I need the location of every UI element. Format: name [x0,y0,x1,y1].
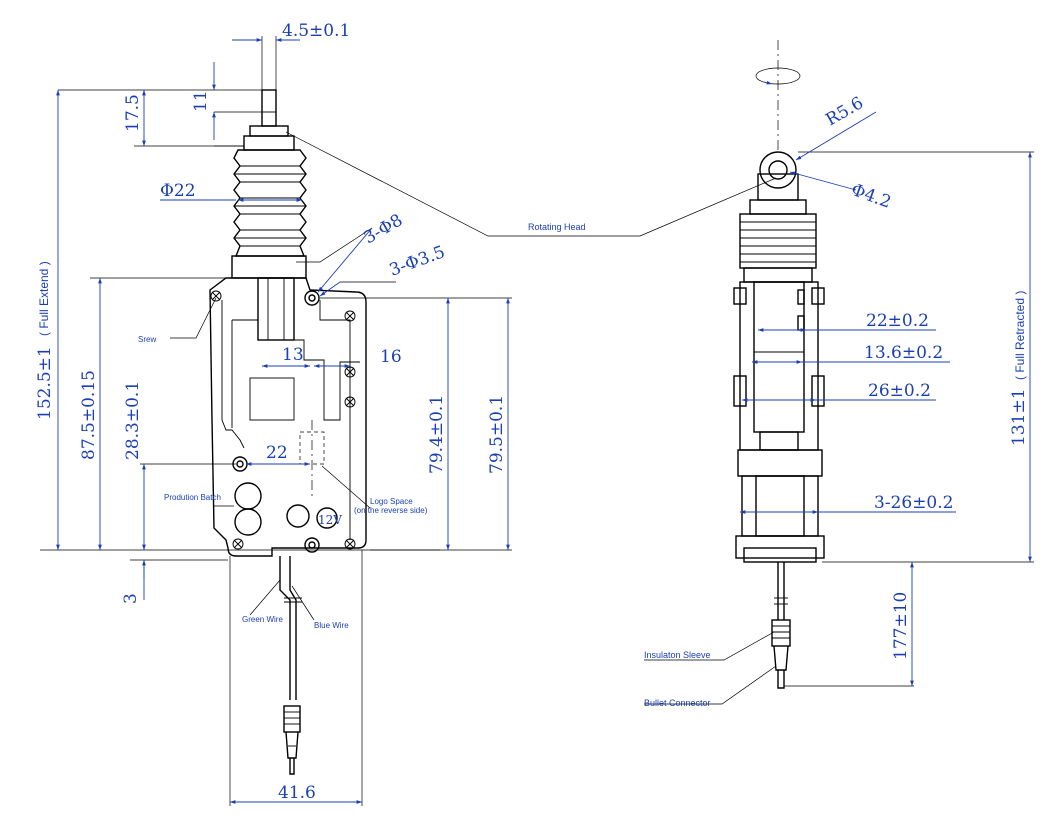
dim-body-to-end: 87.5±0.15 [79,370,99,460]
internal-block [249,377,295,421]
actuator-pin [261,89,277,127]
dim-width-22: 22±0.2 [866,311,929,331]
dim-width-3-26: 3-26±0.2 [874,493,953,513]
dim-body-width: 41.6 [278,783,316,803]
dim-wire-length: 177±10 [891,592,911,660]
bullet-connector-side [771,619,791,689]
bullet-connector-label: Bullet Connector [644,698,711,708]
side-body [733,281,825,563]
dim-body-height-a: 79.4±0.1 [427,395,447,474]
screw-icon [210,290,356,550]
production-batch-label: Prodution Batch [164,493,221,502]
mount-hole-top [304,290,320,306]
mount-hole-bottom [304,537,320,553]
dim-offset-22: 22 [266,443,288,463]
screw-label: Srew [138,335,156,344]
dim-full-extend-label: ( Full Extend ) [37,261,51,336]
wire [279,556,291,700]
dim-hole-dia: Φ4.2 [848,180,893,213]
logo-circle [286,504,310,528]
rotating-head-callout: Rotating Head [285,131,777,237]
logo-space-label: Logo Space [370,497,413,506]
dim-bottom-3: 3 [121,593,141,604]
bullet-connector-front [283,705,301,775]
side-view: R5.6 Φ4.2 22±0.2 13.6±0.2 26±0.2 3-26±0.… [644,40,1034,708]
rotating-eye [759,151,797,189]
voltage-circle [316,507,338,529]
dim-full-retracted-label: ( Full Retracted ) [1013,291,1027,380]
logo-space-note: (on the reverse side) [354,506,428,515]
actuator-housing [209,277,367,557]
dim-full-retracted-value: 131±1 [1009,388,1029,446]
dim-full-extend-value: 152.5±1 [35,346,55,420]
dim-offset-16: 16 [380,347,402,367]
dim-pin-top: 11 [191,90,211,112]
dim-body-height-b: 79.5±0.1 [487,395,507,474]
ribbed-head [739,213,817,269]
dim-offset-13: 13 [282,345,304,365]
green-wire-label: Green Wire [242,615,283,624]
dim-pin-total: 17.5 [123,94,143,132]
dim-hole-large: 3-Φ8 [361,210,407,248]
batch-mark-1 [234,482,262,510]
rotation-arrow-icon [755,67,801,85]
bellows [233,149,307,257]
dim-width-13-6: 13.6±0.2 [864,343,943,363]
insulation-sleeve-label: Insulaton Sleeve [644,650,711,660]
front-view: 4.5±0.1 11 17.5 Φ22 3-Φ8 3-Φ3.5 Srew 13 … [35,21,512,806]
dim-radius: R5.6 [823,93,868,130]
dim-width-26: 26±0.2 [868,381,931,401]
dim-bellows-dia: Φ22 [160,181,196,201]
rotating-head-label: Rotating Head [528,222,586,232]
dim-pin-width: 4.5±0.1 [282,21,350,41]
voltage-label: 12V [318,513,342,527]
blue-wire-label: Blue Wire [314,621,349,630]
dim-hole-small: 3-Φ3.5 [387,242,448,280]
batch-mark-2 [234,508,262,536]
dim-hole-height: 28.3±0.1 [123,381,143,460]
